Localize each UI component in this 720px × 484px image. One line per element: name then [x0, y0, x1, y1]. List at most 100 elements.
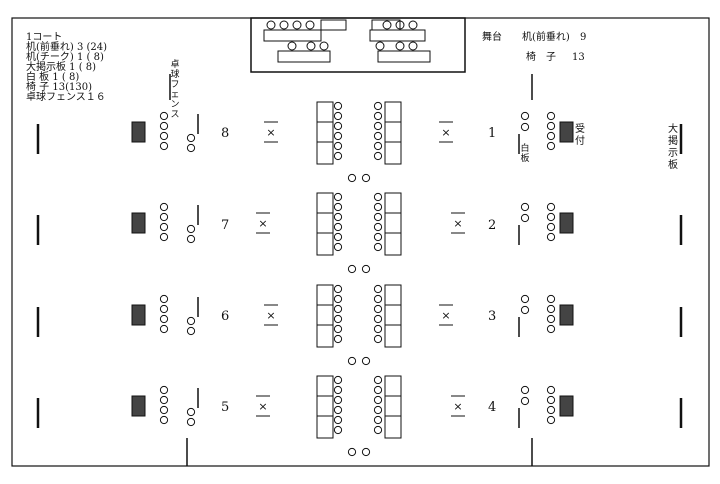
chair	[186, 316, 196, 326]
court-number-2: 2	[488, 218, 497, 233]
net-mark: ×	[266, 126, 275, 139]
chair	[333, 111, 343, 121]
court-row: ××	[36, 284, 683, 366]
chair	[186, 326, 196, 336]
chair	[546, 294, 556, 304]
chair	[361, 264, 371, 274]
chair	[333, 405, 343, 415]
chair	[333, 242, 343, 252]
chair	[373, 101, 383, 111]
chair	[520, 305, 530, 315]
stage-desk	[371, 19, 401, 31]
stage-chair	[287, 41, 297, 51]
chair	[159, 314, 169, 324]
chair	[159, 111, 169, 121]
chair	[159, 385, 169, 395]
teak-desk-left	[131, 395, 146, 417]
center-table-frame	[316, 101, 334, 165]
chair	[546, 324, 556, 334]
chair	[361, 447, 371, 457]
chair	[373, 314, 383, 324]
chair	[373, 242, 383, 252]
chair	[520, 122, 530, 132]
stage-desk	[377, 50, 431, 63]
reception-label: 受付	[575, 124, 585, 147]
chair	[333, 151, 343, 161]
teak-desk-left	[131, 304, 146, 326]
stage-label: 舞台	[482, 32, 502, 43]
stage-chair	[375, 41, 385, 51]
chair	[546, 395, 556, 405]
chair	[373, 425, 383, 435]
chair	[373, 375, 383, 385]
teak-desk-left	[131, 121, 146, 143]
chair	[546, 111, 556, 121]
chair	[333, 141, 343, 151]
chair	[333, 284, 343, 294]
chair	[159, 232, 169, 242]
net-mark: ×	[266, 309, 275, 322]
chair	[159, 222, 169, 232]
teak-desk-right	[559, 304, 574, 326]
chair	[186, 143, 196, 153]
court-row: ××	[36, 101, 683, 183]
net-mark: ×	[441, 126, 450, 139]
stage-chair	[306, 41, 316, 51]
chair	[373, 294, 383, 304]
chair	[333, 202, 343, 212]
chair	[361, 356, 371, 366]
chair	[333, 375, 343, 385]
center-table-frame	[384, 375, 402, 439]
chair	[159, 121, 169, 131]
stage-chair	[408, 41, 418, 51]
chair	[333, 121, 343, 131]
chair	[159, 304, 169, 314]
chair	[347, 173, 357, 183]
net-mark: ×	[258, 217, 267, 230]
chair	[546, 405, 556, 415]
stage-desk	[263, 29, 322, 42]
chair	[546, 232, 556, 242]
chair	[373, 212, 383, 222]
stage-box	[250, 17, 466, 73]
chair	[159, 131, 169, 141]
stage-desk-count: 9	[580, 32, 587, 43]
chair	[333, 385, 343, 395]
stage-chair	[305, 20, 315, 30]
chair	[159, 415, 169, 425]
center-table-frame	[384, 284, 402, 348]
chair	[373, 131, 383, 141]
chair	[520, 111, 530, 121]
fence-label: 卓球フェンス	[170, 60, 180, 120]
chair	[373, 202, 383, 212]
stage-chair	[279, 20, 289, 30]
chair	[361, 173, 371, 183]
whiteboard-label: 白板	[520, 144, 530, 164]
chair	[546, 202, 556, 212]
chair	[333, 425, 343, 435]
stage-chair	[292, 20, 302, 30]
center-table-frame	[384, 101, 402, 165]
chair	[373, 151, 383, 161]
net-mark: ×	[441, 309, 450, 322]
chair	[347, 356, 357, 366]
stage-chair	[395, 41, 405, 51]
chair	[373, 395, 383, 405]
stage-chair	[319, 41, 329, 51]
teak-desk-right	[559, 395, 574, 417]
chair	[159, 405, 169, 415]
net-mark: ×	[453, 400, 462, 413]
chair	[333, 304, 343, 314]
stage-desk	[320, 19, 347, 31]
stage-chair	[395, 20, 405, 30]
teak-desk-left	[131, 212, 146, 234]
chair	[159, 324, 169, 334]
chair	[186, 407, 196, 417]
teak-desk-right	[559, 212, 574, 234]
stage-chair	[382, 20, 392, 30]
legend-chair: 椅 子 13(130)	[26, 82, 92, 93]
stage-chair	[408, 20, 418, 30]
chair	[546, 212, 556, 222]
center-table-frame	[384, 192, 402, 256]
